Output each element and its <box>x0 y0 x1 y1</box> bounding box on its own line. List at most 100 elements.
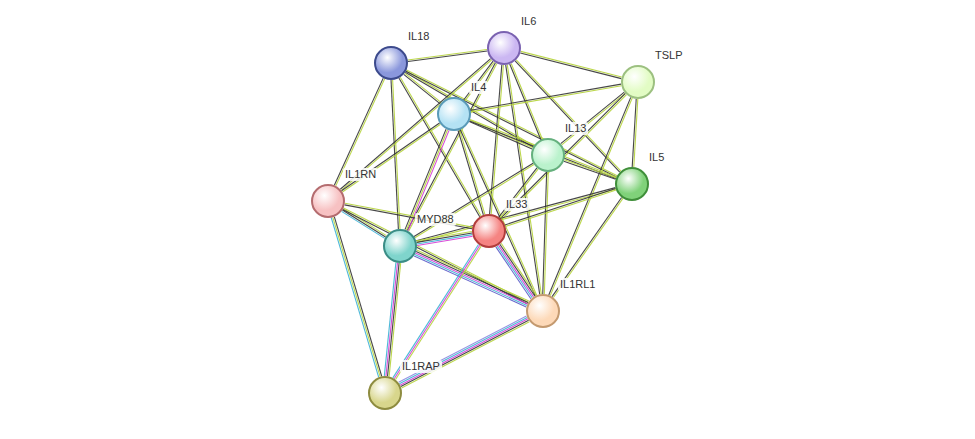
protein-node: IL5 <box>615 167 649 201</box>
edge-strand <box>343 209 528 304</box>
protein-node: IL6 <box>487 31 521 65</box>
edge-strand <box>417 236 472 245</box>
edge-strand <box>469 122 532 149</box>
interaction-edge <box>391 80 400 229</box>
edge-strand <box>520 53 621 79</box>
protein-node: IL4 <box>437 97 471 131</box>
node-label: TSLP <box>653 49 685 62</box>
edge-strand <box>564 161 616 179</box>
edge-strand <box>553 198 622 297</box>
interaction-edge <box>407 63 497 232</box>
edge-strand <box>408 49 487 60</box>
interaction-edge <box>384 263 400 377</box>
protein-node: IL1RAP <box>368 376 402 410</box>
interaction-edge <box>460 129 536 296</box>
node-label: IL13 <box>563 122 588 135</box>
node-label: IL1RL1 <box>558 278 597 291</box>
interaction-edge <box>340 59 491 191</box>
edge-strand <box>510 64 541 140</box>
interaction-edge <box>552 197 623 297</box>
interaction-edge <box>632 99 638 167</box>
interaction-edge <box>564 160 616 179</box>
edge-strand <box>521 51 622 77</box>
interaction-edge <box>470 119 617 178</box>
edge-strand <box>345 203 473 227</box>
edge-strand <box>336 79 385 186</box>
edge-strand <box>340 59 490 190</box>
edge-strand <box>334 217 381 376</box>
protein-node: MYD88 <box>383 229 417 263</box>
protein-node: TSLP <box>621 65 655 99</box>
protein-node: IL1RN <box>311 184 345 218</box>
edge-strand <box>407 63 495 231</box>
edge-strand <box>389 263 401 376</box>
edge-strand <box>399 317 527 383</box>
interaction-edge <box>499 168 538 218</box>
protein-node: IL1RL1 <box>526 294 560 328</box>
edge-strand <box>401 320 529 386</box>
edge-strand <box>490 65 502 214</box>
edge-strand <box>408 51 487 62</box>
edge-strand <box>543 172 547 294</box>
edge-strand <box>400 319 528 385</box>
interaction-edge <box>471 84 622 112</box>
edge-strand <box>334 78 383 185</box>
edge-strand <box>409 63 497 231</box>
interaction-edge <box>490 65 504 214</box>
edge-strand <box>402 322 530 388</box>
node-label: IL4 <box>469 81 488 94</box>
edge-strand <box>386 263 398 376</box>
interaction-edge <box>343 208 528 304</box>
edge-strand <box>500 244 535 296</box>
node-label: IL18 <box>406 30 431 43</box>
edge-strand <box>333 217 380 376</box>
edge-strand <box>388 263 400 376</box>
edge-strand <box>505 189 616 225</box>
edge-strand <box>470 119 616 177</box>
interaction-edge <box>345 203 473 228</box>
edge-strand <box>511 63 542 139</box>
node-label: IL1RAP <box>400 360 442 373</box>
edge-strand <box>496 247 531 299</box>
edge-strand <box>384 263 396 376</box>
edge-strand <box>470 121 616 179</box>
node-label: MYD88 <box>415 213 456 226</box>
edge-strand <box>552 197 621 296</box>
interaction-edge <box>406 70 617 177</box>
edge-strand <box>417 250 529 301</box>
node-label: IL33 <box>504 198 529 211</box>
edge-strand <box>564 160 616 178</box>
interaction-edge <box>342 123 441 192</box>
edge-strand <box>632 99 636 167</box>
edge-strand <box>342 210 385 237</box>
interaction-edge <box>399 316 530 388</box>
protein-node: IL18 <box>374 46 408 80</box>
interaction-edge <box>496 243 536 298</box>
edge-strand <box>497 246 532 298</box>
interaction-edge <box>408 49 488 61</box>
node-label: IL6 <box>519 15 538 28</box>
edge-strand <box>500 169 538 218</box>
edge-strand <box>393 244 479 377</box>
edge-strand <box>471 86 622 112</box>
edge-strand <box>491 65 503 214</box>
edge-strand <box>396 246 482 379</box>
interaction-edge <box>543 172 549 294</box>
edge-strand <box>331 218 378 377</box>
edge-strand <box>471 84 622 110</box>
edge-strand <box>499 245 534 297</box>
protein-node: IL33 <box>472 214 506 248</box>
interaction-edge <box>520 51 621 78</box>
node-label: IL5 <box>647 151 666 164</box>
interaction-edge <box>331 217 381 377</box>
edge-strand <box>342 211 385 238</box>
node-label: IL1RN <box>343 168 378 181</box>
edge-strand <box>394 245 480 378</box>
edge-strand <box>343 208 528 303</box>
protein-node: IL13 <box>531 138 565 172</box>
interaction-edge <box>393 244 481 379</box>
edge-strand <box>501 243 536 295</box>
edge-strand <box>399 316 527 382</box>
edge-strand <box>341 60 491 191</box>
interaction-edge <box>416 231 472 245</box>
